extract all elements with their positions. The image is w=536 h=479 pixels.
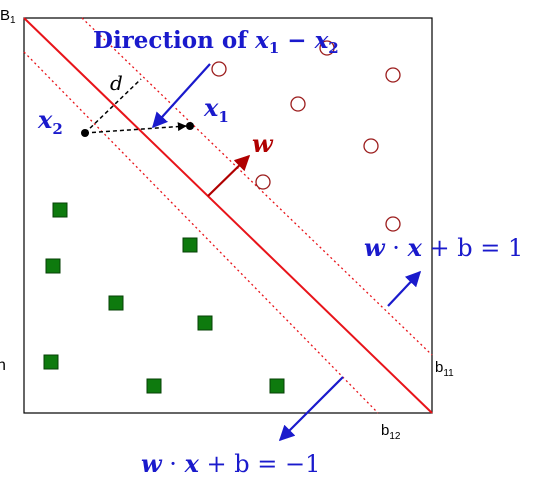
distance-d-line bbox=[84, 78, 142, 134]
label-left-cut: n bbox=[0, 357, 6, 374]
point-x1 bbox=[186, 122, 194, 130]
label-x1: x1 bbox=[203, 93, 229, 126]
equation-plus-one: w · x + b = 1 bbox=[364, 233, 523, 262]
label-b11: b11 bbox=[435, 359, 454, 379]
plot-frame bbox=[23, 17, 433, 414]
label-b12: b12 bbox=[381, 422, 401, 442]
data-point-square bbox=[182, 237, 198, 253]
label-w: w bbox=[252, 129, 274, 158]
equation-minus-one: w · x + b = −1 bbox=[141, 449, 320, 478]
data-point-square bbox=[269, 378, 285, 394]
diagram-title: Direction of x1 − x2 bbox=[93, 27, 339, 57]
label-b1: B1 bbox=[0, 7, 16, 26]
data-point-square bbox=[52, 202, 68, 218]
data-point-circle bbox=[290, 96, 306, 112]
data-point-circle bbox=[255, 174, 271, 190]
label-d: d bbox=[110, 71, 123, 95]
data-point-square bbox=[108, 295, 124, 311]
decision-boundary bbox=[23, 17, 433, 414]
x2-to-x1-arrow bbox=[84, 122, 187, 134]
data-point-circle bbox=[363, 138, 379, 154]
eq-plus-arrow bbox=[387, 270, 422, 307]
margin-line-plus bbox=[81, 17, 433, 356]
point-x2 bbox=[81, 129, 89, 137]
data-point-circle bbox=[211, 61, 227, 77]
data-point-circle bbox=[319, 40, 335, 56]
data-point-square bbox=[197, 315, 213, 331]
data-point-square bbox=[146, 378, 162, 394]
eq-minus-arrow bbox=[278, 376, 344, 442]
direction-arrow bbox=[151, 63, 211, 129]
data-point-square bbox=[45, 258, 61, 274]
w-normal-arrow bbox=[207, 154, 251, 197]
data-point-circle bbox=[385, 67, 401, 83]
data-point-square bbox=[43, 354, 59, 370]
label-x2: x2 bbox=[37, 105, 63, 138]
margin-line-minus bbox=[23, 51, 379, 414]
circle-class bbox=[211, 40, 401, 232]
data-point-circle bbox=[385, 216, 401, 232]
square-class bbox=[43, 202, 285, 394]
